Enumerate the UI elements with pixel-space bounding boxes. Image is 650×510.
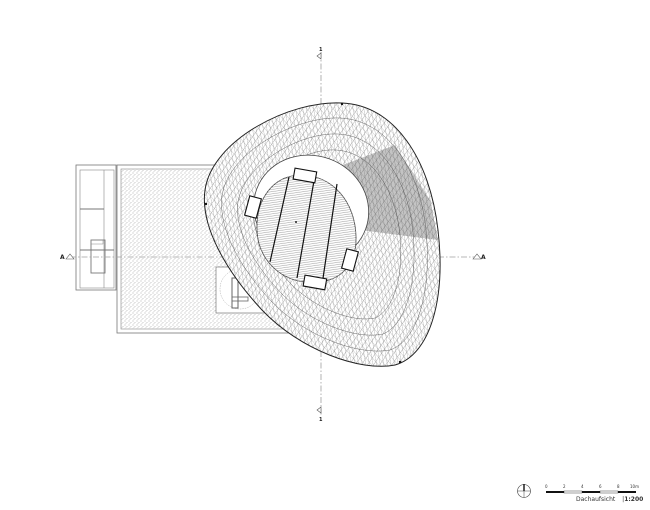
scale-tick-10: 10m (630, 484, 639, 489)
section-marker-left: A (60, 253, 75, 261)
svg-text:A: A (481, 254, 486, 261)
annex-building (75, 164, 117, 291)
svg-text:1: 1 (319, 417, 323, 423)
drawing-scale: 1:200 (624, 496, 644, 503)
svg-text:A: A (60, 254, 65, 261)
scale-tick-0: 0 (545, 484, 548, 489)
section-marker-right: A (472, 253, 486, 261)
scale-bar (546, 490, 636, 494)
section-marker-icon (316, 52, 322, 60)
drawing-title: Dachaufsicht (576, 496, 616, 503)
section-marker-icon (65, 253, 75, 260)
section-marker-top: 1 (316, 47, 323, 60)
section-marker-icon (472, 253, 482, 260)
scale-tick-2: 2 (563, 484, 566, 489)
section-marker-bottom: 1 (316, 406, 323, 423)
svg-text:1: 1 (319, 47, 323, 53)
north-arrow-icon (517, 484, 531, 498)
scale-tick-6: 6 (599, 484, 602, 489)
scale-tick-8: 8 (617, 484, 620, 489)
scale-tick-4: 4 (581, 484, 584, 489)
scale-separator: | (622, 496, 625, 503)
oculus (243, 154, 370, 291)
drawing-title-block: Dachaufsicht |1:200 (576, 496, 643, 503)
section-marker-icon (316, 406, 322, 414)
